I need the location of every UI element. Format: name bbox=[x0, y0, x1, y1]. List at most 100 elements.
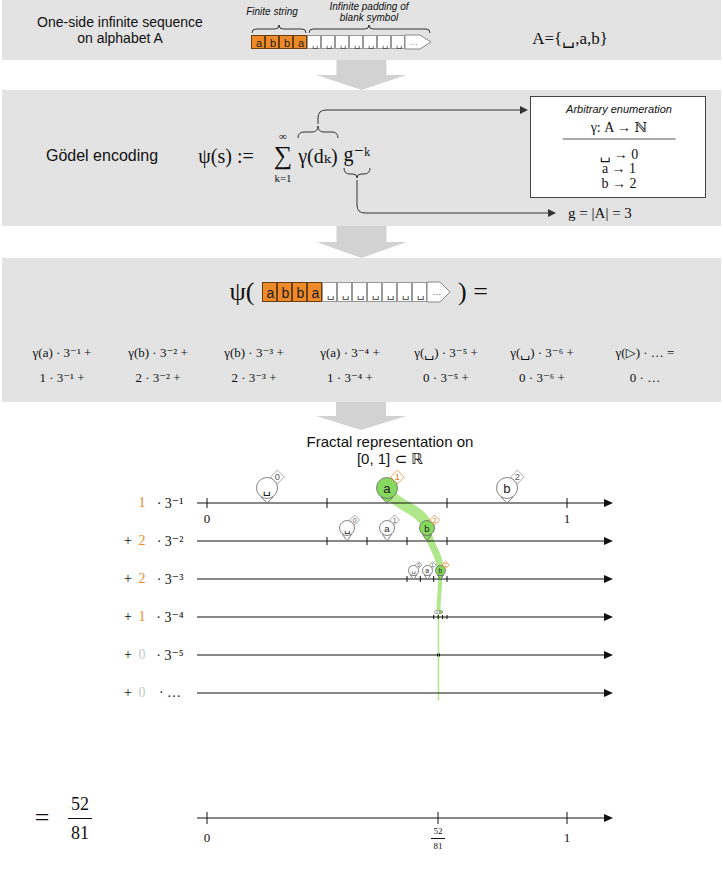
pin-number: 0 bbox=[275, 472, 280, 482]
sum-value: 0 · 3⁻⁶ + bbox=[519, 370, 565, 386]
symbol-pin: a1 bbox=[379, 520, 395, 536]
sum-sign: ∑ bbox=[274, 141, 293, 171]
arrowhead bbox=[604, 814, 613, 822]
sum-value: 1 · 3⁻¹ + bbox=[39, 370, 84, 386]
sum-value: 2 · 3⁻³ + bbox=[231, 370, 276, 386]
pin-letter: ␣ bbox=[344, 523, 350, 534]
sum-term: γ(␣) · 3⁻⁵ + bbox=[414, 345, 478, 361]
fraction-part: 81 bbox=[71, 823, 89, 844]
sum-value: 1 · 3⁻⁴ + bbox=[327, 370, 373, 386]
blank-cell: ␣ bbox=[335, 35, 349, 49]
symbol-pin: ␣0 bbox=[408, 565, 419, 576]
tick bbox=[207, 498, 567, 508]
mapping-row: ␣ → 0 bbox=[600, 146, 639, 163]
pin-tag bbox=[390, 515, 400, 525]
cell-symbol: a bbox=[312, 285, 320, 301]
blank-cell: ␣ bbox=[349, 35, 363, 49]
axis bbox=[197, 541, 604, 542]
symbol-pin: b2 bbox=[496, 477, 518, 499]
pin-letter: ␣ bbox=[263, 481, 271, 496]
symbol-cell: a bbox=[262, 282, 277, 302]
pin-tag bbox=[271, 470, 285, 484]
axis bbox=[197, 818, 604, 819]
arrowhead bbox=[604, 537, 613, 545]
plus: + bbox=[124, 533, 132, 549]
sum-value: 0 · … bbox=[630, 370, 660, 386]
tick bbox=[434, 615, 447, 619]
mapping-row: b → 2 bbox=[602, 176, 637, 192]
pin-number: 1 bbox=[395, 472, 400, 482]
flow-arrow bbox=[316, 402, 406, 430]
axes bbox=[68, 498, 604, 839]
pin-number: 0 bbox=[418, 562, 421, 567]
sum-term: γ(b) · 3⁻² + bbox=[128, 345, 188, 361]
power: · 3⁻² bbox=[157, 533, 184, 550]
fraction-part: 52 bbox=[71, 794, 89, 815]
pin-number: 2 bbox=[515, 472, 520, 482]
section-title: Fractal representation on [0, 1] ⊂ ℝ bbox=[303, 433, 478, 468]
formula-part: g⁻ᵏ bbox=[344, 142, 371, 166]
arrowhead bbox=[604, 613, 613, 621]
arrowhead bbox=[604, 689, 613, 697]
blank-cell: ␣ bbox=[382, 282, 397, 302]
digit: 2 bbox=[139, 571, 146, 587]
mapping-row: a → 1 bbox=[602, 161, 636, 177]
power: · 3⁻¹ bbox=[157, 495, 184, 512]
tick bbox=[207, 812, 567, 824]
cell-symbol: ␣ bbox=[417, 286, 425, 300]
pin-number: 1 bbox=[431, 562, 434, 567]
cell-symbol: a bbox=[298, 37, 304, 49]
symbol-pin: b2 bbox=[419, 520, 435, 536]
sum-value: 2 · 3⁻² + bbox=[135, 370, 180, 386]
cell-symbol: ␣ bbox=[382, 38, 388, 49]
alphabet-set: A={␣,a,b} bbox=[532, 28, 608, 49]
digit: 1 bbox=[139, 609, 146, 625]
pin-letter: b bbox=[503, 481, 510, 496]
power: · 3⁻⁴ bbox=[156, 609, 183, 626]
formula-part: γ(dₖ) bbox=[298, 144, 337, 168]
plus: + bbox=[124, 571, 132, 587]
blank-cell: ␣ bbox=[307, 35, 321, 49]
symbol-cell: b bbox=[265, 35, 279, 49]
power: · 3⁻⁵ bbox=[156, 647, 183, 664]
cell-symbol: b bbox=[297, 285, 305, 301]
blank-cell: ␣ bbox=[397, 282, 412, 302]
symbol-pin: a1 bbox=[376, 477, 398, 499]
pin-number: 1 bbox=[393, 517, 397, 524]
pin-letter: a bbox=[425, 567, 429, 574]
tiny-pins bbox=[434, 610, 442, 613]
zoom-path bbox=[438, 612, 440, 700]
annotation: Finite string bbox=[246, 6, 298, 17]
axis-heads bbox=[604, 499, 613, 822]
blank-cell: ␣ bbox=[412, 282, 427, 302]
pin-letter: a bbox=[384, 523, 389, 534]
pin-letter: b bbox=[424, 523, 429, 534]
blank-cell: ␣ bbox=[377, 35, 391, 49]
cell-symbol: ␣ bbox=[396, 38, 402, 49]
blank-cell: ␣ bbox=[321, 35, 335, 49]
enumeration-box: Arbitrary enumerationγ: A → ℕ␣ → 0a → 1b… bbox=[530, 96, 706, 198]
pin-letter: ␣ bbox=[412, 566, 416, 574]
blank-cell: ␣ bbox=[391, 35, 405, 49]
power: · 3⁻³ bbox=[157, 571, 184, 588]
symbol-cell: b bbox=[277, 282, 292, 302]
plus: + bbox=[124, 609, 132, 625]
pin-tag bbox=[511, 470, 525, 484]
blank-cell: ␣ bbox=[337, 282, 352, 302]
symbol-cell: b bbox=[279, 35, 293, 49]
formula-part: ψ( bbox=[230, 277, 255, 307]
blank-cell: ␣ bbox=[363, 35, 377, 49]
arrowhead bbox=[604, 651, 613, 659]
symbol-cell: a bbox=[307, 282, 322, 302]
mapping-title: γ: A → ℕ bbox=[563, 119, 676, 140]
sum-term: γ(▷) · … = bbox=[616, 345, 675, 361]
digit: 2 bbox=[139, 533, 146, 549]
cell-symbol: a bbox=[256, 37, 262, 49]
axis bbox=[197, 579, 604, 580]
cell-symbol: ␣ bbox=[368, 38, 374, 49]
axis bbox=[197, 693, 604, 694]
cell-symbol: b bbox=[270, 37, 276, 49]
pin-number: 0 bbox=[353, 517, 357, 524]
arrowhead bbox=[604, 575, 613, 583]
tick bbox=[438, 654, 440, 657]
